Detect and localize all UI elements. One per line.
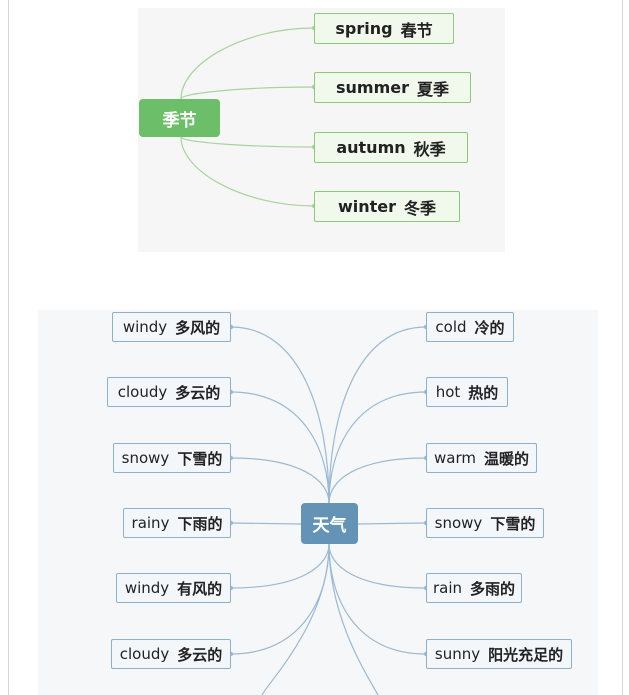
weather-en: snowy — [434, 514, 483, 532]
weather-connector — [230, 391, 330, 504]
weather-en: rainy — [131, 514, 170, 532]
season-connector — [180, 136, 315, 207]
season-node-winter[interactable]: winter 冬季 — [314, 191, 460, 222]
season-en: summer — [335, 78, 409, 97]
weather-en: cold — [435, 318, 467, 336]
season-connector — [180, 136, 315, 148]
weather-node-left-rainy[interactable]: rainy 下雨的 — [123, 508, 231, 538]
weather-en: sunny — [434, 645, 481, 663]
weather-map-canvas — [38, 310, 598, 695]
weather-root-node[interactable]: 天气 — [301, 503, 358, 544]
weather-connectors — [228, 324, 429, 695]
weather-zh: 热的 — [468, 383, 499, 402]
weather-en: windy — [122, 318, 168, 336]
weather-zh: 多云的 — [175, 383, 221, 402]
weather-zh: 下雨的 — [177, 514, 223, 533]
page-border-left — [8, 0, 9, 695]
season-zh: 冬季 — [404, 198, 437, 218]
weather-node-left-windy[interactable]: windy 多风的 — [112, 312, 231, 342]
season-zh: 秋季 — [413, 139, 446, 159]
season-en: autumn — [336, 138, 406, 157]
weather-connector — [328, 391, 427, 504]
weather-zh: 有风的 — [177, 579, 223, 598]
weather-connector — [261, 543, 330, 695]
weather-zh: 多雨的 — [470, 579, 516, 598]
page-border-right — [622, 0, 623, 695]
weather-connector — [230, 326, 330, 504]
weather-connector — [357, 522, 427, 525]
weather-en: warm — [434, 449, 476, 467]
weather-zh: 温暖的 — [483, 449, 529, 468]
weather-en: rain — [432, 579, 463, 597]
weather-connector — [328, 543, 379, 695]
weather-node-right-warm[interactable]: warm 温暖的 — [426, 443, 537, 473]
weather-en: cloudy — [117, 383, 168, 401]
weather-zh: 下雪的 — [177, 449, 223, 468]
season-en: winter — [337, 197, 397, 216]
weather-en: cloudy — [119, 645, 170, 663]
weather-connector — [230, 522, 302, 525]
season-connector — [180, 27, 315, 100]
weather-en: snowy — [121, 449, 170, 467]
weather-node-right-sunny[interactable]: sunny 阳光充足的 — [426, 639, 572, 669]
seasons-root-node[interactable]: 季节 — [139, 99, 220, 137]
season-zh: 春节 — [400, 20, 433, 40]
weather-node-left-snowy[interactable]: snowy 下雪的 — [113, 443, 231, 473]
weather-node-right-hot[interactable]: hot 热的 — [426, 377, 508, 407]
weather-connector — [328, 543, 427, 589]
weather-connector — [230, 543, 330, 589]
weather-connector — [328, 326, 427, 504]
weather-en: hot — [435, 383, 461, 401]
weather-en: windy — [124, 579, 170, 597]
seasons-root-label: 季节 — [162, 110, 197, 131]
weather-node-left-windy-2[interactable]: windy 有风的 — [116, 573, 231, 603]
weather-connector — [230, 543, 330, 655]
weather-zh: 冷的 — [474, 318, 505, 337]
weather-node-right-cold[interactable]: cold 冷的 — [426, 312, 514, 342]
weather-zh: 多风的 — [175, 318, 221, 337]
season-en: spring — [335, 19, 393, 38]
weather-zh: 多云的 — [177, 645, 223, 664]
weather-connector — [230, 457, 330, 504]
weather-zh: 下雪的 — [490, 514, 536, 533]
season-connector — [180, 86, 315, 100]
weather-node-right-rain[interactable]: rain 多雨的 — [426, 573, 522, 603]
weather-zh: 阳光充足的 — [488, 645, 564, 664]
season-node-autumn[interactable]: autumn 秋季 — [314, 132, 468, 163]
season-zh: 夏季 — [416, 79, 449, 99]
weather-connector — [328, 457, 427, 504]
weather-node-left-cloudy-2[interactable]: cloudy 多云的 — [111, 639, 231, 669]
weather-node-right-snowy[interactable]: snowy 下雪的 — [426, 508, 544, 538]
weather-root-label: 天气 — [312, 516, 347, 536]
weather-connector — [328, 543, 427, 655]
season-node-summer[interactable]: summer 夏季 — [314, 72, 471, 103]
season-node-spring[interactable]: spring 春节 — [314, 13, 454, 44]
weather-node-left-cloudy[interactable]: cloudy 多云的 — [107, 377, 231, 407]
